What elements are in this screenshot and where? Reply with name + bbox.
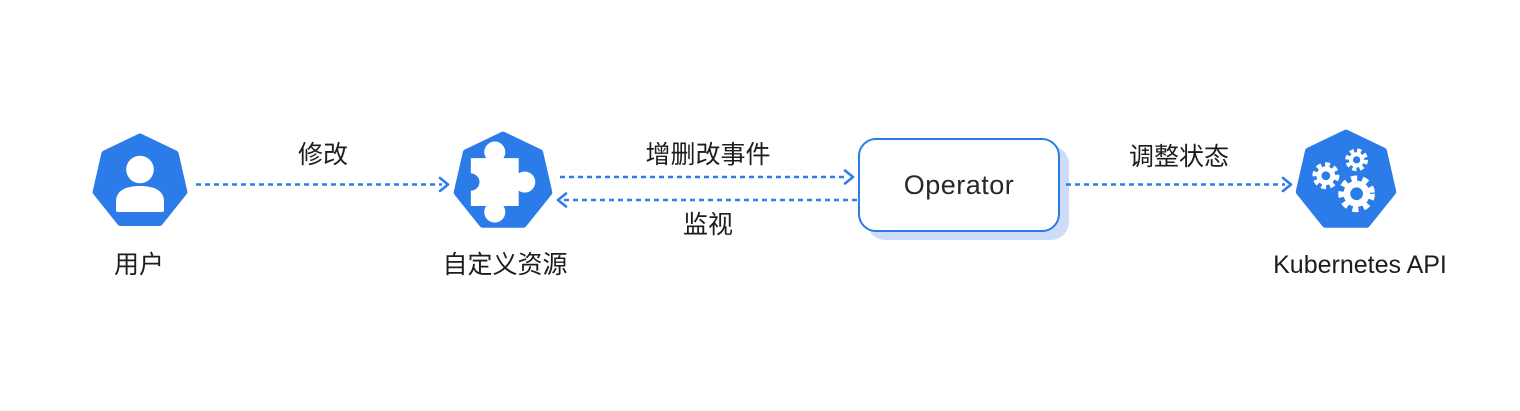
edge-label-modify: 修改 (297, 141, 349, 169)
gear-medium (1312, 162, 1340, 190)
node-user-label: 用户 (113, 251, 165, 279)
arrow-modify (196, 176, 450, 193)
puzzle-icon (453, 131, 553, 228)
edge-label-watch: 监视 (682, 211, 734, 239)
node-kubernetes-api-label: Kubernetes API (1273, 251, 1447, 279)
edge-label-adjust-status: 调整状态 (1128, 143, 1230, 171)
gear-small (1345, 148, 1368, 172)
gears-icon (1295, 129, 1397, 228)
user-icon (92, 133, 188, 226)
arrow-adjust-status (1066, 176, 1293, 193)
arrow-watch (556, 192, 858, 208)
node-operator: Operator (858, 138, 1060, 232)
node-operator-label: Operator (903, 169, 1015, 200)
edge-label-events: 增删改事件 (645, 141, 771, 169)
node-custom-resource-label: 自定义资源 (442, 251, 568, 279)
arrow-events (560, 169, 855, 185)
gear-large (1338, 175, 1375, 213)
